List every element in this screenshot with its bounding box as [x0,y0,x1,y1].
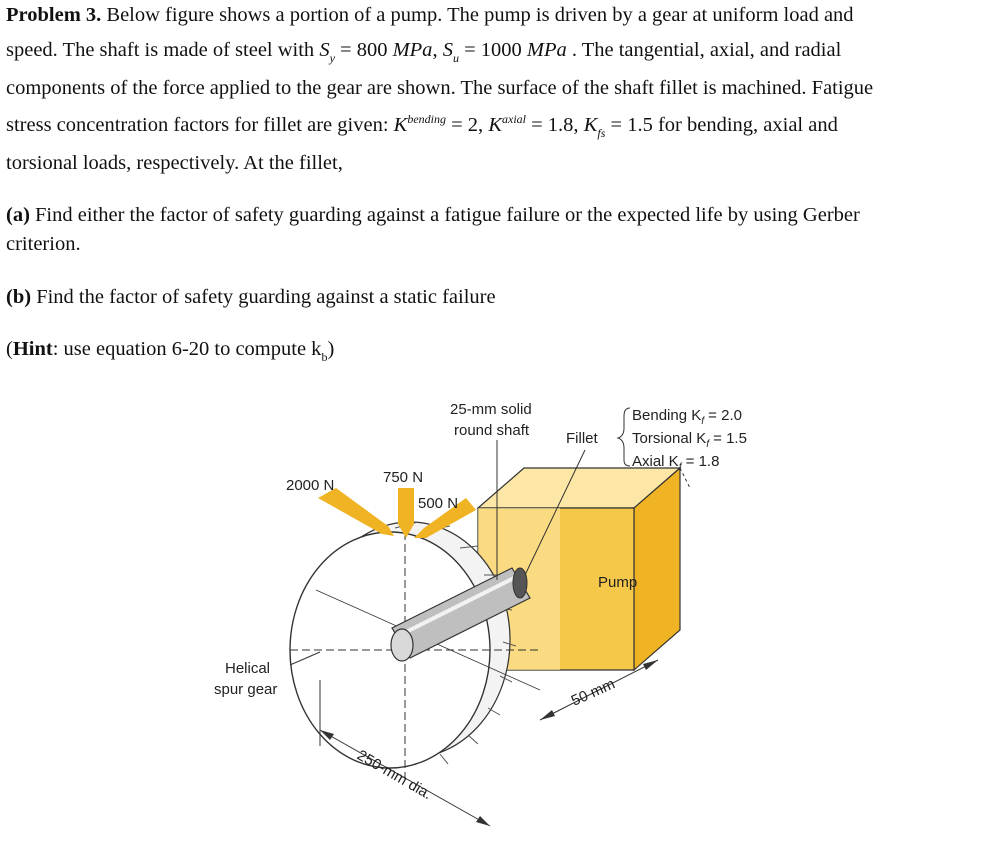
kfs: Kfs [583,114,606,140]
problem-line-5: torsional loads, respectively. At the fi… [6,152,343,174]
part-a-line-1: (a) Find either the factor of safety gua… [6,204,860,226]
part-a-line-2: criterion. [6,233,81,255]
axial-label: Axial Kf = 1.8 [632,453,719,473]
force-2000-label: 2000 N [286,477,334,494]
kf-axial: Kaxial [488,112,526,136]
kf-bending: Kbending [393,112,446,136]
gear-label-2: spur gear [214,681,277,698]
shaft-fillet [512,567,528,599]
torsional-label: Torsional Kf = 1.5 [632,430,747,450]
problem-line-1: Problem 3. Below figure shows a portion … [6,4,854,26]
force-750-label: 750 N [383,469,423,486]
dim-50-line [539,659,659,721]
dim-250-arrow-left [320,730,334,740]
shaft-end [390,628,414,662]
hint-line: (Hint: use equation 6-20 to compute kb) [6,338,335,364]
force-500-label: 500 N [418,495,458,512]
shaft-label-2: round shaft [454,422,530,439]
shaft-label-1: 25-mm solid [450,401,532,418]
fillet-label: Fillet [566,430,599,447]
shaft-highlight [397,574,519,638]
problem-line-3: components of the force applied to the g… [6,77,874,99]
dim-250-arrow-right [476,816,490,826]
force-500-arrow [414,498,476,538]
part-b-line: (b) Find the factor of safety guarding a… [6,286,496,308]
fillet-brace [616,407,631,467]
gear-leader [289,651,321,666]
dim-50-arrow-left [540,710,555,720]
dim-50-arrow-right [643,660,658,670]
fillet-leader [524,449,586,576]
dim-250-line [319,729,491,827]
problem-line-4: stress concentration factors for fillet … [6,112,838,140]
bending-label: Bending Kf = 2.0 [632,407,742,427]
gear-label-1: Helical [225,660,270,677]
force-2000-arrow [318,488,394,536]
problem-heading: Problem 3. [6,4,102,26]
force-750-arrow [398,488,414,538]
problem-line-2: speed. The shaft is made of steel with S… [6,39,842,65]
dim-50-label: 50 mm [569,675,618,709]
pump-box-edge [679,467,691,489]
pump-figure: 25-mm solid round shaft Fillet Bending K… [214,401,747,827]
pump-label: Pump [598,574,637,591]
